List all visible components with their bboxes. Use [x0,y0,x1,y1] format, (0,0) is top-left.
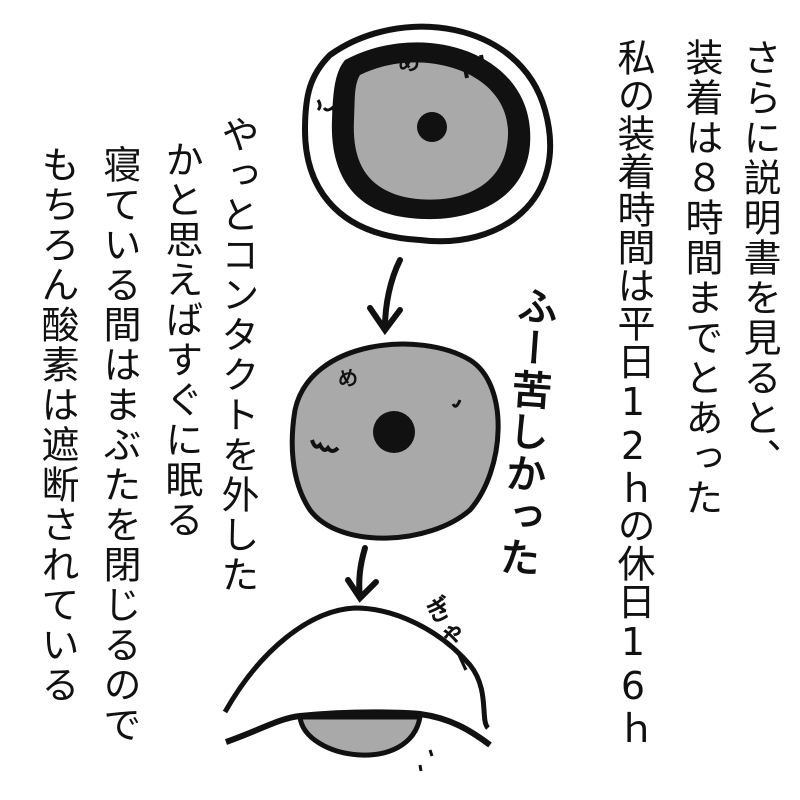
narration-column-5: かと思えばすぐに眠る [159,140,203,540]
eye-with-contact-lens: め [301,23,554,245]
narration-column-3: 私の装着時間は平日12ｈの休日16ｈ [611,38,655,746]
narration-column-7: もちろん酸素は遮断されている [35,145,79,705]
closed-eyelid [222,605,492,772]
narration-column-1: さらに説明書を見ると、 [737,38,781,478]
face-doodle-text-2: め [338,366,358,390]
narration-column-4: やっとコンタクトを外した [215,115,259,595]
narration-column-2: 装着は８時間までとあった [679,38,723,518]
arrow-down-icon [367,257,403,336]
face-doodle-text: め [398,51,420,76]
removed-contact-lens: め [289,341,501,541]
arrow-down-icon [345,545,379,603]
narration-column-6: 寝ている間はまぶたを閉じるので [97,145,141,745]
